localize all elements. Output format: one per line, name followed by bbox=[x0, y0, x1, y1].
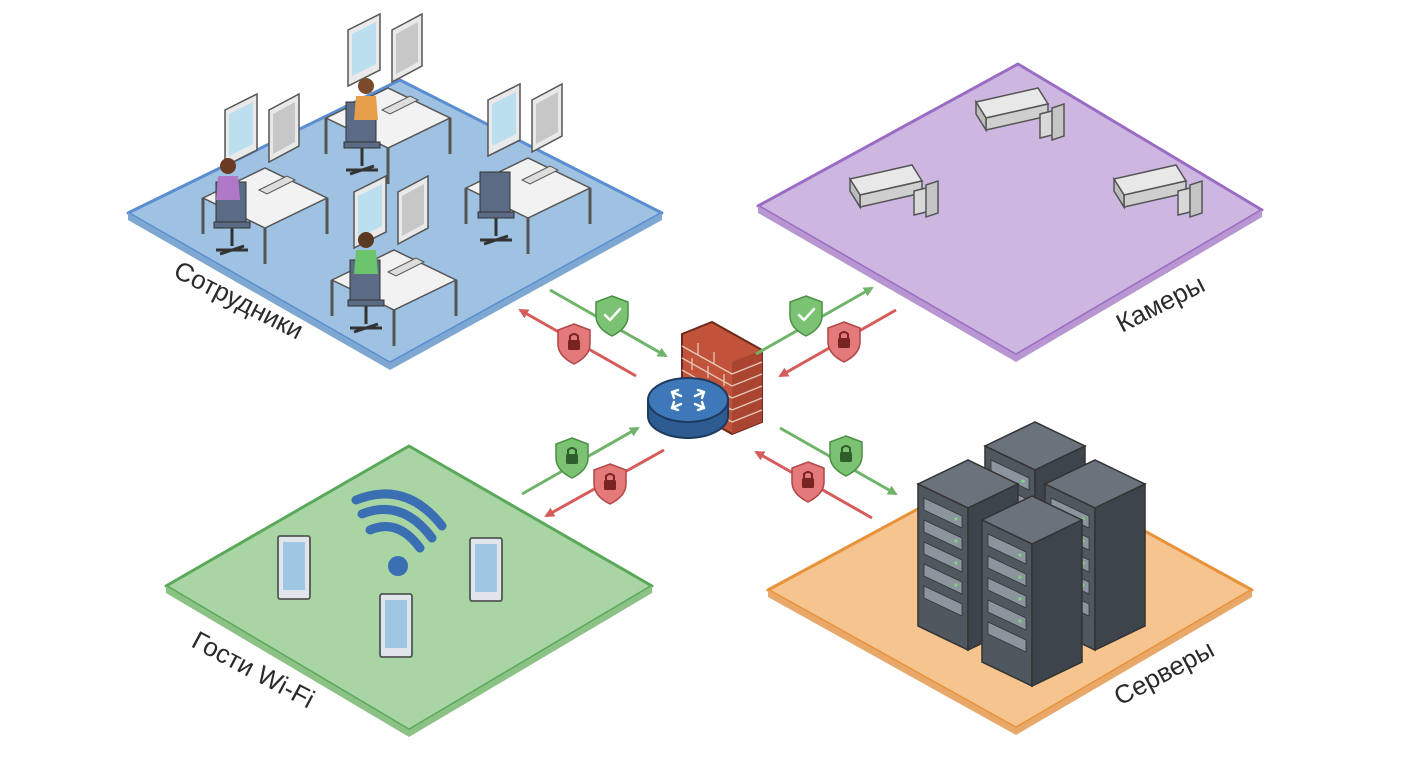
shield-lock-icon bbox=[557, 323, 591, 365]
wifi-icon bbox=[351, 489, 447, 576]
zone-guests: Гости Wi-Fi bbox=[164, 444, 654, 737]
zone-guests-platform bbox=[164, 444, 654, 732]
router-icon bbox=[647, 377, 729, 439]
zone-cameras: Камеры bbox=[756, 62, 1264, 362]
shield-check-icon bbox=[788, 294, 824, 338]
person-icon bbox=[216, 78, 378, 274]
shield-lock-icon bbox=[791, 461, 825, 503]
shield-lock-icon bbox=[827, 321, 861, 363]
link-servers bbox=[754, 426, 898, 520]
link-cameras bbox=[755, 286, 897, 378]
shield-lock-icon bbox=[593, 463, 627, 505]
zone-employees: Сотрудники bbox=[126, 12, 664, 370]
shield-lock-icon bbox=[829, 435, 863, 477]
link-guests bbox=[521, 426, 665, 518]
link-employees bbox=[518, 288, 668, 378]
